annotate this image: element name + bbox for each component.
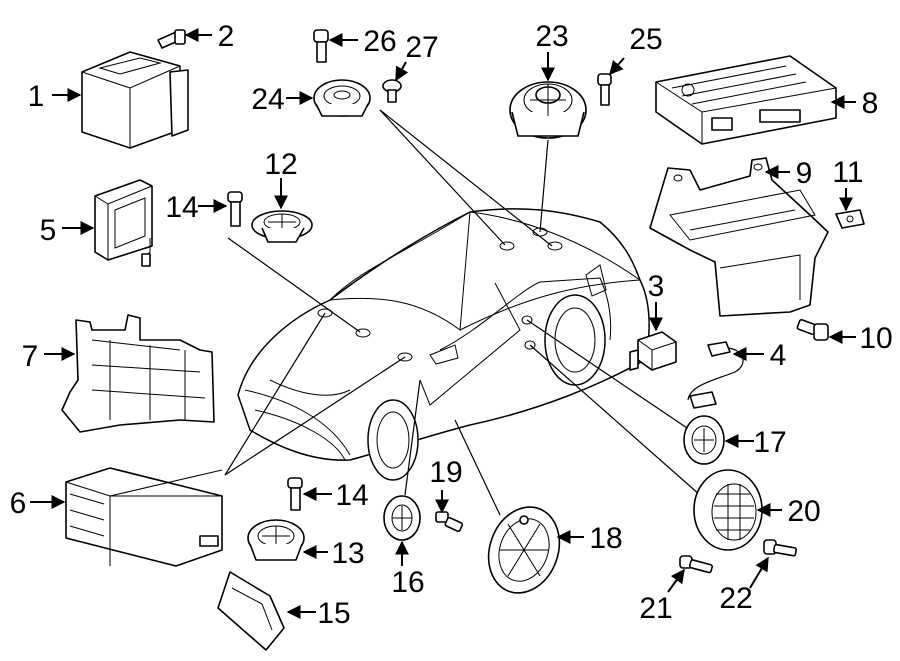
part-2-bolt <box>157 29 186 49</box>
part-1-control-module <box>81 51 189 149</box>
callout-11: 11 <box>832 156 863 189</box>
callout-18: 18 <box>589 522 622 555</box>
part-24-speaker <box>313 79 371 117</box>
part-15-grille <box>217 571 285 651</box>
part-8-amplifier <box>655 55 837 145</box>
callout-7: 7 <box>22 340 39 373</box>
part-3-connector <box>629 331 677 371</box>
part-25-bolt <box>597 73 612 106</box>
callout-5: 5 <box>40 214 57 247</box>
callout-16: 16 <box>391 566 424 599</box>
callout-14-bottom: 14 <box>335 479 368 512</box>
part-5-control-module <box>94 179 153 267</box>
part-20-speaker <box>693 469 763 551</box>
part-19-bolt <box>435 511 464 533</box>
part-7-bracket <box>61 314 215 433</box>
callout-6: 6 <box>10 487 27 520</box>
callout-14-top: 14 <box>165 191 198 224</box>
callout-4: 4 <box>770 339 787 372</box>
callout-22: 22 <box>719 582 752 615</box>
callout-13: 13 <box>331 537 364 570</box>
part-22-bolt <box>763 539 797 557</box>
callout-8: 8 <box>862 87 879 120</box>
callout-27: 27 <box>405 31 438 64</box>
part-10-bolt <box>796 318 829 341</box>
callout-24: 24 <box>251 83 284 116</box>
callout-20: 20 <box>787 495 820 528</box>
part-6-head-unit <box>65 467 223 567</box>
callout-26: 26 <box>363 25 396 58</box>
part-14-screw-bottom <box>287 477 303 511</box>
callout-12: 12 <box>264 148 297 181</box>
callout-1: 1 <box>28 80 45 113</box>
part-14-screw-top <box>227 191 243 227</box>
part-27-clip <box>382 79 402 103</box>
part-16-tweeter <box>383 495 421 541</box>
vehicle-outline <box>237 208 650 481</box>
part-9-bracket <box>649 157 829 317</box>
part-12-tweeter <box>251 210 313 243</box>
callout-19: 19 <box>429 456 462 489</box>
part-11-clip <box>835 209 865 229</box>
part-13-tweeter <box>247 519 305 561</box>
callout-23: 23 <box>535 20 568 53</box>
callout-15: 15 <box>317 597 350 630</box>
callout-21: 21 <box>639 592 672 625</box>
part-21-bolt <box>679 555 713 574</box>
callout-25: 25 <box>629 23 662 56</box>
callout-9: 9 <box>796 157 813 190</box>
part-17-speaker <box>683 415 725 465</box>
part-18-speaker <box>487 506 561 594</box>
callout-10: 10 <box>859 322 892 355</box>
part-23-woofer <box>509 81 587 139</box>
callout-2: 2 <box>218 20 235 53</box>
callout-3: 3 <box>648 270 665 303</box>
callout-17: 17 <box>753 426 786 459</box>
part-26-bolt <box>313 29 329 63</box>
leader-lines <box>224 109 701 516</box>
callout-arrows <box>30 28 856 619</box>
callout-labels: 1 2 3 4 5 6 7 8 9 10 11 12 13 14 14 15 1… <box>10 20 893 630</box>
part-4-sensor <box>687 341 744 409</box>
